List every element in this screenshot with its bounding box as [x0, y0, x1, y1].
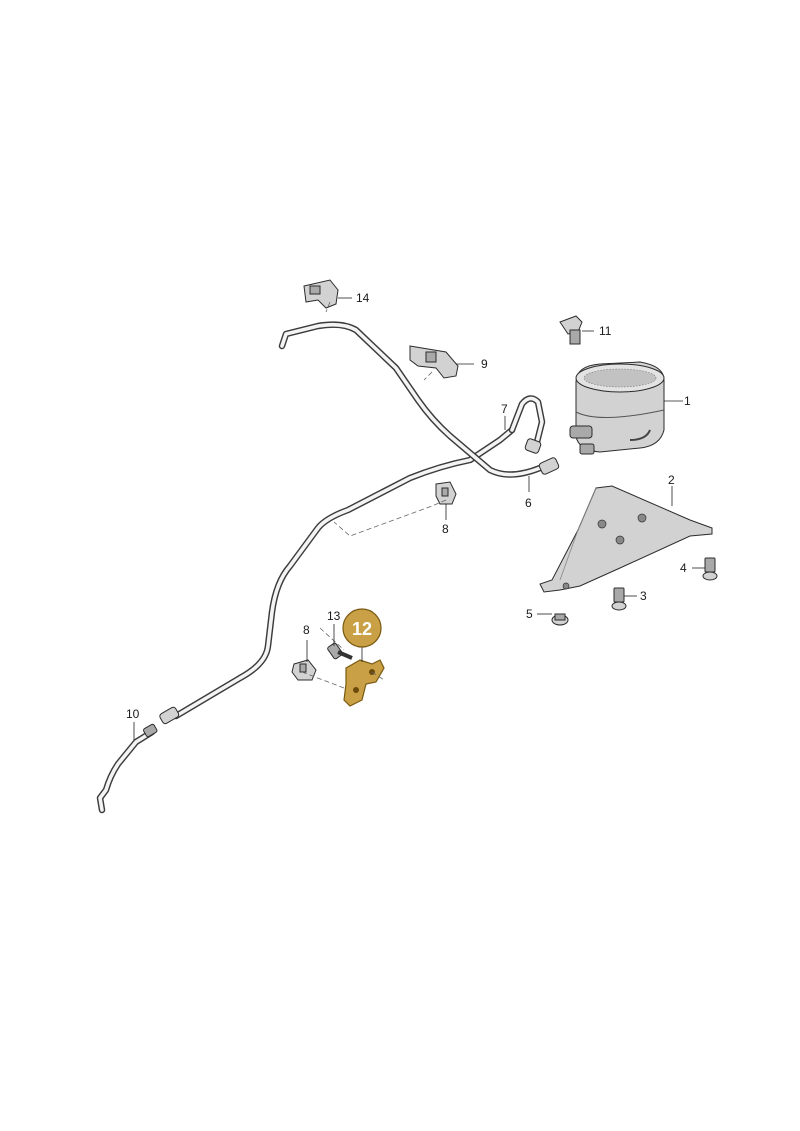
callout-labels: 1 2 3 4 5 6 7 8 8 9 10 11 13 14	[126, 291, 691, 721]
carbon-canister-1	[569, 361, 665, 455]
screw-3	[611, 587, 627, 611]
nut-5	[551, 613, 569, 626]
callout-8-upper: 8	[442, 522, 449, 536]
clip-8-lower	[291, 659, 317, 681]
callout-7: 7	[501, 402, 508, 416]
callout-3: 3	[640, 589, 647, 603]
callout-5: 5	[526, 607, 533, 621]
highlight-badge-12[interactable]: 12	[342, 608, 382, 648]
callout-6: 6	[525, 496, 532, 510]
callout-2: 2	[668, 473, 675, 487]
callout-10: 10	[126, 707, 140, 721]
screw-4	[702, 557, 718, 581]
clip-9	[409, 345, 459, 379]
callout-1: 1	[684, 394, 691, 408]
callout-11: 11	[599, 324, 612, 338]
bracket-12	[343, 659, 385, 707]
vent-pipe	[96, 321, 560, 814]
clip-14	[303, 279, 339, 309]
callout-9: 9	[481, 357, 488, 371]
alignment-lines	[301, 301, 447, 689]
callout-14: 14	[356, 291, 370, 305]
bolt-13	[327, 642, 353, 660]
clip-8-upper	[435, 481, 457, 505]
mounting-bracket-2	[539, 485, 713, 593]
callout-12: 12	[352, 619, 372, 639]
fitting-11	[559, 315, 583, 345]
callout-13: 13	[327, 609, 341, 623]
callout-8-lower: 8	[303, 623, 310, 637]
callout-4: 4	[680, 561, 687, 575]
